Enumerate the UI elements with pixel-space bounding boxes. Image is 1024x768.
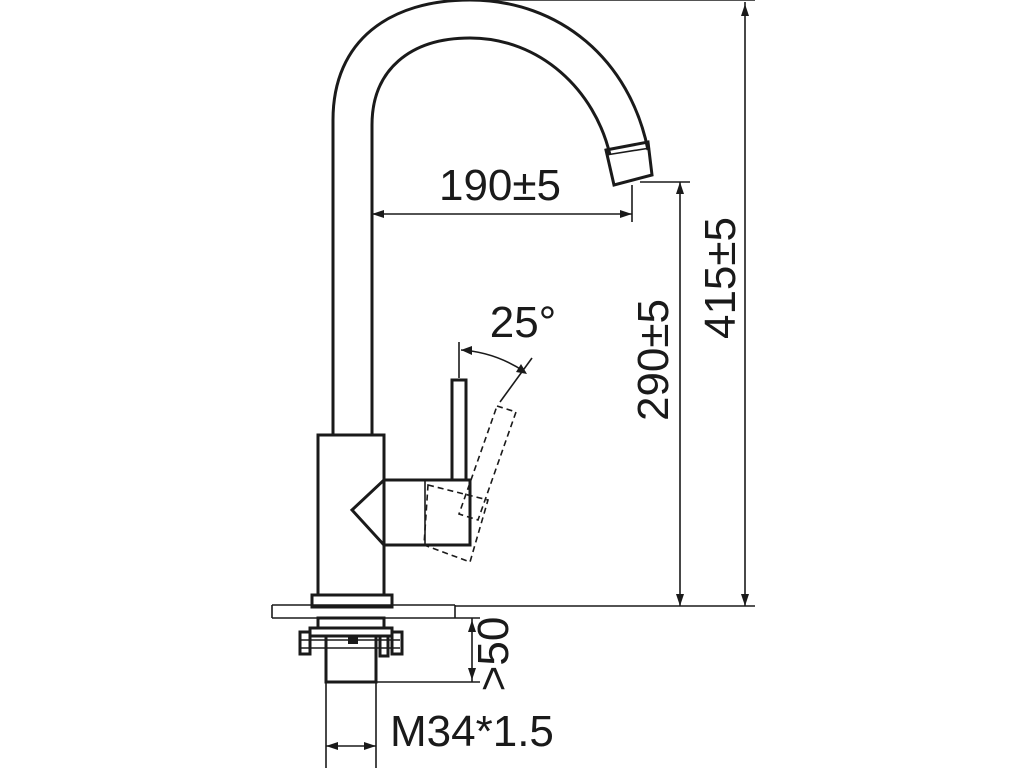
lever-handle xyxy=(450,378,468,482)
lever-angle-label: 25° xyxy=(490,298,557,347)
mounting-hardware xyxy=(298,616,404,684)
faucet-outline xyxy=(271,0,654,684)
dimension-lever-angle: 25° xyxy=(458,298,557,403)
spout-tip-band xyxy=(605,147,651,156)
reach-label: 190±5 xyxy=(439,161,561,210)
spout-tip xyxy=(604,140,654,187)
dimension-spout-height: 290±5 xyxy=(629,181,690,606)
spout-height-label: 290±5 xyxy=(629,299,678,421)
lever-handle-rotated xyxy=(423,405,518,564)
mount-depth-label: >50 xyxy=(469,617,518,692)
dimension-total-height: 415±5 xyxy=(455,0,755,607)
body-cylinder xyxy=(316,433,386,597)
total-height-label: 415±5 xyxy=(696,217,745,339)
spout-outer xyxy=(331,0,650,435)
spout-inner xyxy=(370,36,612,435)
dimension-mount-depth: >50 xyxy=(376,617,518,692)
base-flange xyxy=(310,593,394,609)
thread-label: M34*1.5 xyxy=(390,707,554,756)
lever-hub xyxy=(349,478,472,547)
dimension-reach: 190±5 xyxy=(372,161,633,222)
dimension-thread: M34*1.5 xyxy=(325,682,554,768)
